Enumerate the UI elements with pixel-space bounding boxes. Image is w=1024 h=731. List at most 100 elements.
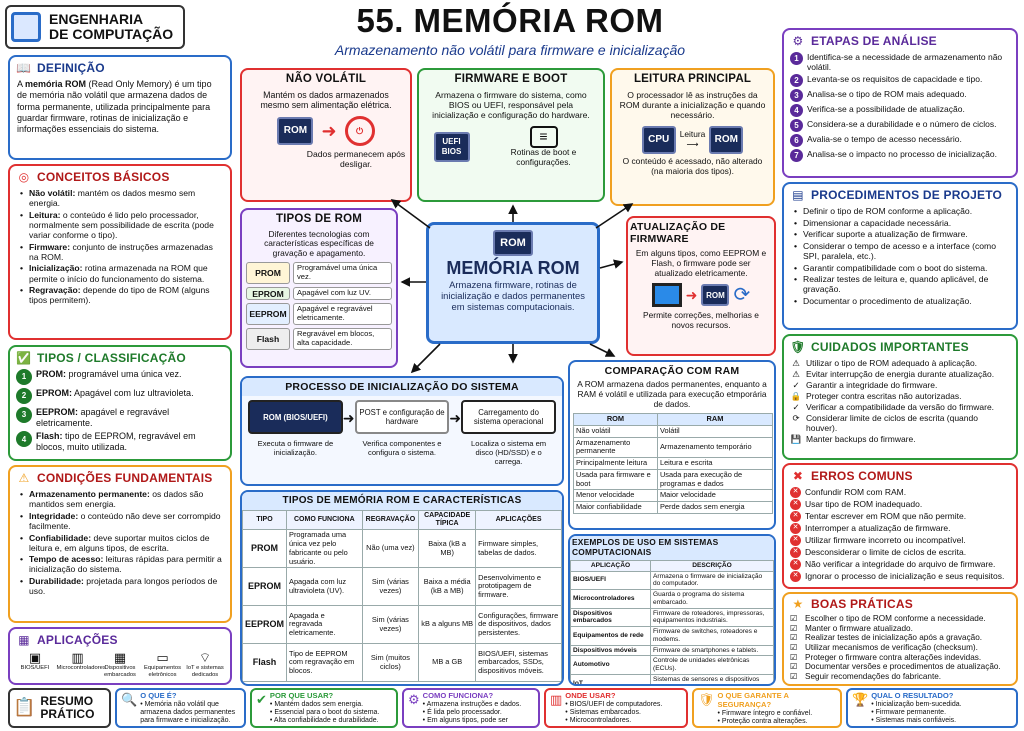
leitura-card: LEITURA PRINCIPAL O processador lê as in… <box>610 68 775 206</box>
right-arrow-icon: ➜ <box>685 287 698 304</box>
right-arrow-icon: ➜ <box>449 410 462 427</box>
boa-pratica-item: ☑Escolher o tipo de ROM conforme a neces… <box>790 614 986 623</box>
erro-item: ✕Confundir ROM com RAM. <box>790 487 1010 498</box>
embedded-device-icon: ▦ <box>113 650 127 665</box>
x-icon: ✕ <box>790 571 801 582</box>
procedimentos-card: ▤PROCEDIMENTOS DE PROJETO Definir o tipo… <box>782 182 1018 330</box>
number-badge: 3 <box>790 89 803 103</box>
definicao-text: A memória ROM (Read Only Memory) é um ti… <box>17 79 212 134</box>
erro-item: ✕Interromper a atualização de firmware. <box>790 523 1010 534</box>
number-badge: 1 <box>790 52 803 65</box>
summary-box: 🛡 O QUE GARANTE A SEGURANÇA? Firmware ín… <box>692 688 842 728</box>
number-badge: 4 <box>16 431 32 448</box>
boa-pratica-item: ☑Proteger o firmware contra alterações i… <box>790 652 982 662</box>
tipo-rom-row: EEPROM Apagável e regravável eletricamen… <box>246 303 392 326</box>
brand-line2: DE COMPUTAÇÃO <box>49 26 174 42</box>
layers-icon: ▤ <box>792 187 804 202</box>
conceito-item: Leitura: o conteúdo é lido pelo processa… <box>20 210 224 240</box>
aplicacoes-card: ▦APLICAÇÕES ▣BIOS/UEFI▥Microcontroladore… <box>8 627 232 685</box>
boa-pratica-item: ☑Realizar testes de inicialização após a… <box>790 633 983 643</box>
check-circle-icon: ✅ <box>16 350 32 365</box>
condicao-item: Integridade: o conteúdo não deve ser cor… <box>20 511 224 531</box>
wifi-icon: ⌔ <box>198 650 212 665</box>
leitura-text: O processador lê as instruções da ROM du… <box>619 89 766 120</box>
check-circle-icon: ☑ <box>790 643 798 653</box>
list-icon: ≡ <box>529 125 558 148</box>
firmware-boot-title: FIRMWARE E BOOT <box>454 73 568 85</box>
processo-title: PROCESSO DE INICIALIZAÇÃO DO SISTEMA <box>242 378 562 397</box>
check-circle-icon: ☑ <box>790 662 798 672</box>
atualizacao-text: Em alguns tipos, como EEPROM e Flash, o … <box>635 247 767 278</box>
nao-volatil-card: NÃO VOLÁTIL Mantém os dados armazenados … <box>240 68 412 202</box>
condicao-item: Tempo de acesso: leituras rápidas para p… <box>20 554 224 574</box>
nao-volatil-caption: Dados permanecem após desligar. <box>306 149 406 170</box>
check-circle-icon: ☑ <box>790 614 798 623</box>
clipboard-icon: 📋 <box>13 697 36 718</box>
procedimento-item: Considerar o tempo de acesso e a interfa… <box>794 241 1010 261</box>
rom-chip-icon: ROM <box>277 117 314 146</box>
cuidado-item: 🔒Proteger contra escritas não autorizada… <box>790 391 962 402</box>
exemplos-title: EXEMPLOS DE USO EM SISTEMAS COMPUTACIONA… <box>570 536 774 560</box>
center-card: ROM MEMÓRIA ROM Armazena firmware, rotin… <box>426 222 600 344</box>
aplicacao-item: ▥Microcontroladores <box>56 650 106 672</box>
check-icon: ✔ <box>256 692 267 707</box>
check-circle-icon: ☑ <box>790 652 798 662</box>
cuidado-item: ✓Garantir a integridade do firmware. <box>790 380 1010 390</box>
save-icon: 💾 <box>790 434 802 445</box>
summary-box: ⚙ COMO FUNCIONA? Armazena instruções e d… <box>402 688 540 728</box>
number-badge: 7 <box>790 149 803 163</box>
comparacao-title: COMPARAÇÃO COM RAM <box>604 365 740 377</box>
condicoes-card: ⚠CONDIÇÕES FUNDAMENTAIS Armazenamento pe… <box>8 465 232 623</box>
check-circle-icon: ☑ <box>790 623 798 633</box>
x-icon: ✕ <box>790 559 801 570</box>
grid-icon: ▦ <box>18 632 30 647</box>
warning-icon: ⚠ <box>792 369 800 380</box>
number-badge: 4 <box>790 104 803 118</box>
procedimento-item: Verificar suporte a atualização de firmw… <box>794 229 1010 239</box>
comparacao-text: A ROM armazena dados permanentes, enquan… <box>577 379 767 410</box>
condicao-item: Armazenamento permanente: os dados são m… <box>20 489 224 509</box>
leitura-arrow-label: Leitura <box>679 129 706 140</box>
boas-card: ★BOAS PRÁTICAS ☑Escolher o tipo de ROM c… <box>782 592 1018 686</box>
x-icon: ✕ <box>790 523 801 534</box>
summary-box: ▥ ONDE USAR? BIOS/UEFI de computadores.S… <box>544 688 688 728</box>
microcontroller-icon: ▥ <box>71 650 84 665</box>
cuidado-item: ⚠Utilizar o tipo de ROM adequado à aplic… <box>790 358 1010 368</box>
page-subtitle: Armazenamento não volátil para firmware … <box>334 42 686 58</box>
procedimento-item: Documentar o procedimento de atualização… <box>794 296 1010 306</box>
x-circle-icon: ✖ <box>792 468 804 483</box>
aplicacao-item: ▭Equipamentos eletrônicos <box>142 650 184 678</box>
target-icon: ◎ <box>18 169 30 184</box>
condicoes-title: CONDIÇÕES FUNDAMENTAIS <box>37 470 213 485</box>
number-badge: 5 <box>790 119 803 133</box>
condicao-item: Confiabilidade: deve suportar muitos cic… <box>20 533 224 553</box>
firmware-boot-card: FIRMWARE E BOOT Armazena o firmware do s… <box>417 68 605 202</box>
cuidados-card: 🛡CUIDADOS IMPORTANTES ⚠Utilizar o tipo d… <box>782 334 1018 460</box>
boa-pratica-item: ☑Documentar versões e procedimentos de a… <box>790 662 1001 672</box>
rom-chip-icon: ROM <box>493 230 533 256</box>
lock-icon: 🔒 <box>790 391 802 402</box>
nao-volatil-title: NÃO VOLÁTIL <box>285 73 367 85</box>
number-badge: 2 <box>16 388 32 404</box>
number-badge: 6 <box>790 134 803 148</box>
check-icon: ✓ <box>792 402 800 413</box>
summary-box: ✔ POR QUE USAR? Mantém dados sem energia… <box>250 688 398 728</box>
shield-icon: 🛡 <box>790 339 806 354</box>
x-icon: ✕ <box>790 535 801 546</box>
check-icon: ✓ <box>792 380 800 391</box>
summary-box: 🔍 O QUE É? Memória não volátil que armaz… <box>115 688 246 728</box>
erros-card: ✖ERROS COMUNS ✕Confundir ROM com RAM.✕Us… <box>782 463 1018 589</box>
uefi-bios-chip-icon: UEFI BIOS <box>433 131 470 162</box>
tipos-rom-card: TIPOS DE ROM Diferentes tecnologias com … <box>240 208 398 368</box>
